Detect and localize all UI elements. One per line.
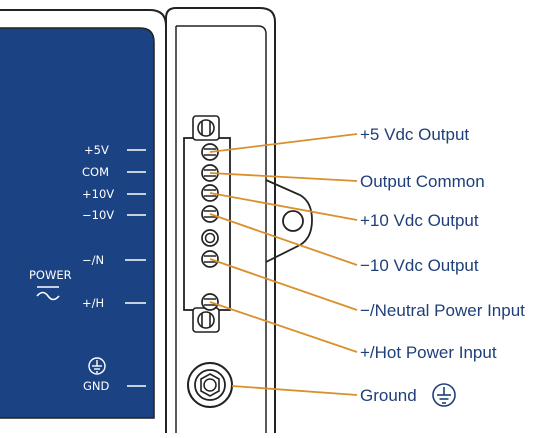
callout-hot-input: +/Hot Power Input — [360, 343, 497, 362]
ground-stud — [187, 362, 233, 408]
terminal-screw-icon — [201, 229, 219, 247]
label-plus-10v: +10V — [82, 187, 115, 201]
right-bracket — [165, 7, 313, 433]
callout-plus-10v: +10 Vdc Output — [360, 211, 479, 230]
label-neutral: −/N — [82, 253, 105, 267]
label-power: POWER — [29, 268, 72, 282]
label-gnd: GND — [83, 379, 110, 393]
callout-ground-icon — [432, 383, 456, 407]
label-com: COM — [82, 165, 110, 179]
mount-screw-bottom — [192, 307, 220, 333]
device-housing — [0, 9, 167, 433]
power-ac-icon — [36, 286, 60, 301]
panel-ground-icon — [88, 357, 106, 375]
callout-output-common: Output Common — [360, 172, 485, 191]
panel-ticks — [125, 149, 146, 387]
leader-lines — [209, 133, 358, 396]
callout-neutral-input: −/Neutral Power Input — [360, 301, 525, 320]
terminal-block — [183, 115, 231, 333]
label-hot: +/H — [82, 296, 105, 310]
callout-plus-5v: +5 Vdc Output — [360, 125, 470, 144]
label-minus-10v: −10V — [82, 208, 115, 222]
callout-minus-10v: −10 Vdc Output — [360, 256, 479, 275]
label-plus-5v: +5V — [84, 143, 109, 157]
callout-ground: Ground — [360, 386, 417, 405]
blue-panel — [0, 27, 155, 419]
mount-screw-top — [192, 115, 220, 141]
